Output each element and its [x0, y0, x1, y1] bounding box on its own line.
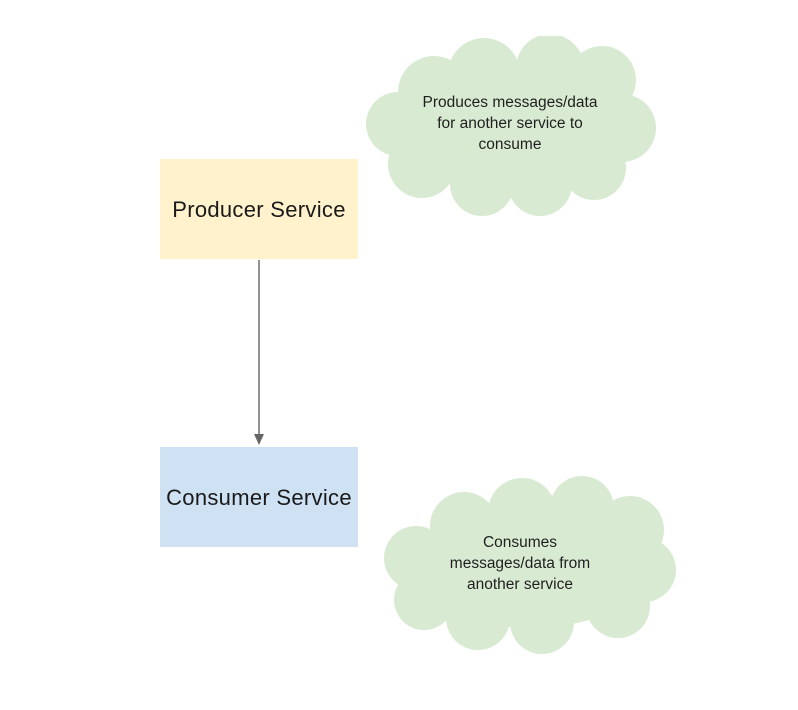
- consumer-service-label: Consumer Service: [166, 484, 352, 510]
- producer-note-text: Produces messages/data for another servi…: [422, 93, 598, 153]
- consumer-service-box[interactable]: Consumer Service: [160, 447, 358, 547]
- cloud-shape-icon: [384, 476, 676, 654]
- cloud-shape-icon: [366, 36, 656, 216]
- consumer-note-cloud[interactable]: Consumes messages/data from another serv…: [382, 476, 678, 656]
- producer-note-cloud[interactable]: Produces messages/data for another servi…: [362, 36, 658, 216]
- producer-service-box[interactable]: Producer Service: [160, 159, 358, 259]
- producer-service-label: Producer Service: [172, 196, 346, 222]
- consumer-note-text: Consumes messages/data from another serv…: [449, 533, 591, 593]
- arrowhead-icon: [254, 434, 264, 445]
